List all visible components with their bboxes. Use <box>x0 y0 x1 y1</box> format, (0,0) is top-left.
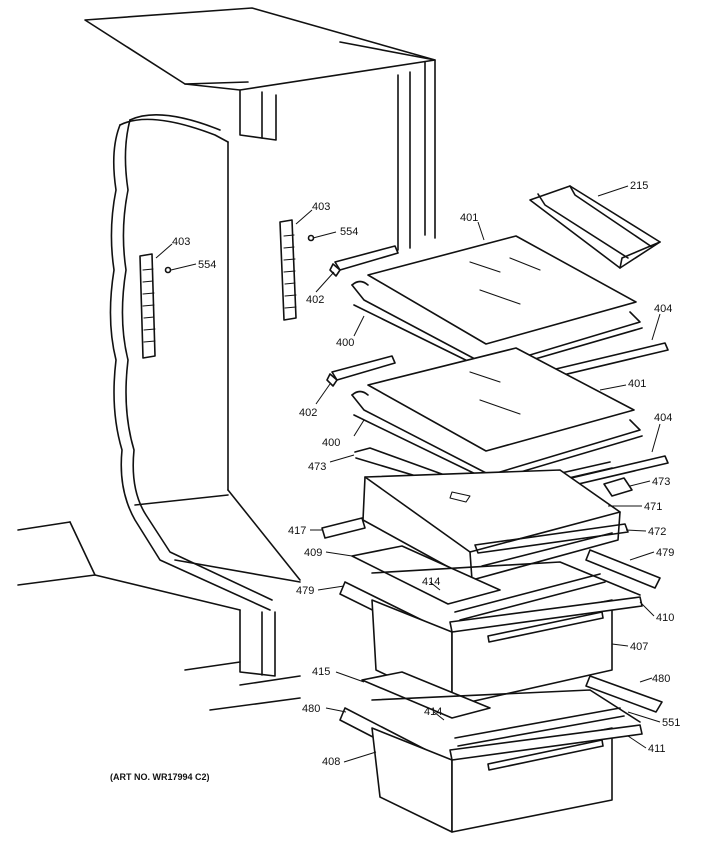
callout-400-upper: 400 <box>336 337 354 349</box>
glass-shelf-lower <box>367 347 635 452</box>
callout-479-left: 479 <box>296 585 314 597</box>
callout-402-upper: 402 <box>306 294 324 306</box>
callout-403-left: 403 <box>172 236 190 248</box>
callout-417: 417 <box>288 525 306 537</box>
callout-554-right: 554 <box>340 226 358 238</box>
callout-404-lower: 404 <box>654 412 672 424</box>
callout-480-left: 480 <box>302 703 320 715</box>
callout-415: 415 <box>312 666 330 678</box>
callout-408: 408 <box>322 756 340 768</box>
crisper-cover-glass <box>351 545 501 605</box>
slide-rail-479-right <box>585 549 661 589</box>
callout-479-right: 479 <box>656 547 674 559</box>
callout-472: 472 <box>648 526 666 538</box>
cover-clip <box>603 477 633 497</box>
callout-404-upper: 404 <box>654 303 672 315</box>
callout-407: 407 <box>630 641 648 653</box>
leader-lines <box>155 185 661 763</box>
callout-401-upper: 401 <box>460 212 478 224</box>
glass-shelf-upper <box>367 235 637 345</box>
slide-rail-417 <box>321 517 366 539</box>
screw-left <box>164 266 172 274</box>
shelf-bracket-lower <box>326 355 396 387</box>
callout-473-right: 473 <box>652 476 670 488</box>
callout-409: 409 <box>304 547 322 559</box>
screw-right <box>307 234 315 242</box>
shelf-bracket-upper <box>329 245 399 277</box>
callout-labels: 215 401 403 554 403 554 402 400 404 401 … <box>172 180 680 768</box>
cabinet-outline <box>17 7 436 711</box>
shelf-ladder-right <box>279 219 297 321</box>
crisper-frame-upper <box>371 561 641 621</box>
callout-400-lower: 400 <box>322 437 340 449</box>
shelf-ladder-left <box>139 253 156 359</box>
callout-554-left: 554 <box>198 259 216 271</box>
crisper-frame-lower <box>371 689 641 747</box>
callout-473-left: 473 <box>308 461 326 473</box>
callout-410: 410 <box>656 612 674 624</box>
callout-403-right: 403 <box>312 201 330 213</box>
callout-471: 471 <box>644 501 662 513</box>
crisper-cover-lower <box>361 671 491 719</box>
callout-414-lower: 414 <box>424 706 442 718</box>
callout-401-lower: 401 <box>628 378 646 390</box>
callout-551: 551 <box>662 717 680 729</box>
callout-402-lower: 402 <box>299 407 317 419</box>
slide-rail-480-right <box>585 675 663 713</box>
callout-414-upper: 414 <box>422 576 440 588</box>
crisper-drawer-upper <box>371 596 643 707</box>
art-number: (ART NO. WR17994 C2) <box>110 772 210 782</box>
door-bin <box>529 185 661 269</box>
callout-480-right: 480 <box>652 673 670 685</box>
callout-411: 411 <box>648 743 666 755</box>
crisper-drawer-lower <box>371 724 643 833</box>
callout-215: 215 <box>630 180 648 192</box>
